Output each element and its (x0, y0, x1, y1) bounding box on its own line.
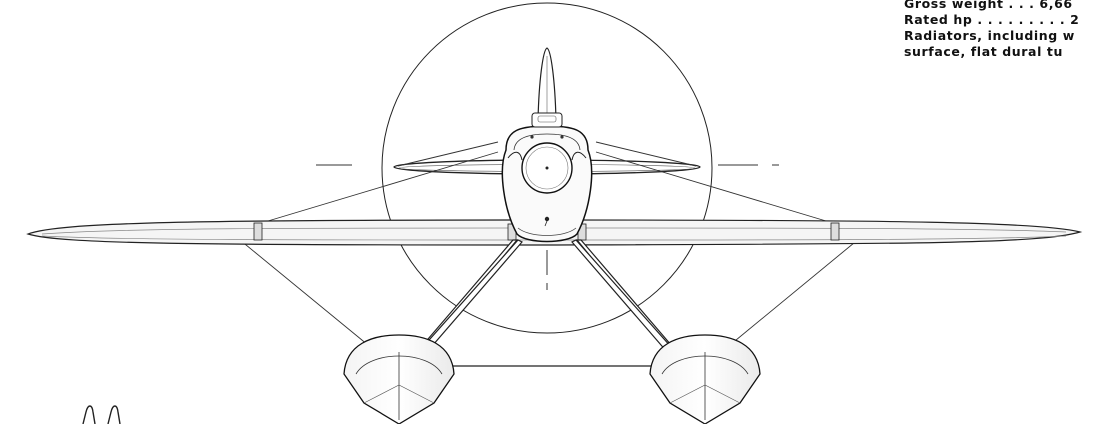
propeller-disc (381, 2, 713, 334)
spec-line-gross-weight: Gross weight . . . 6,66 (904, 0, 1073, 11)
centerline-dashes (316, 164, 779, 290)
right-float (649, 334, 761, 424)
spec-line-surface: surface, flat dural tu (904, 44, 1064, 59)
spec-text-block: Gross weight . . . 6,66 Rated hp . . . .… (904, 0, 1093, 60)
spec-line-rated-hp: Rated hp . . . . . . . . . 2 (904, 12, 1080, 27)
left-float (343, 334, 455, 424)
fuselage-front (501, 112, 593, 243)
bracing-wires (239, 141, 861, 346)
logo-fragment (82, 405, 121, 424)
wing-fittings (253, 222, 840, 241)
spec-line-radiators: Radiators, including w (904, 28, 1075, 43)
